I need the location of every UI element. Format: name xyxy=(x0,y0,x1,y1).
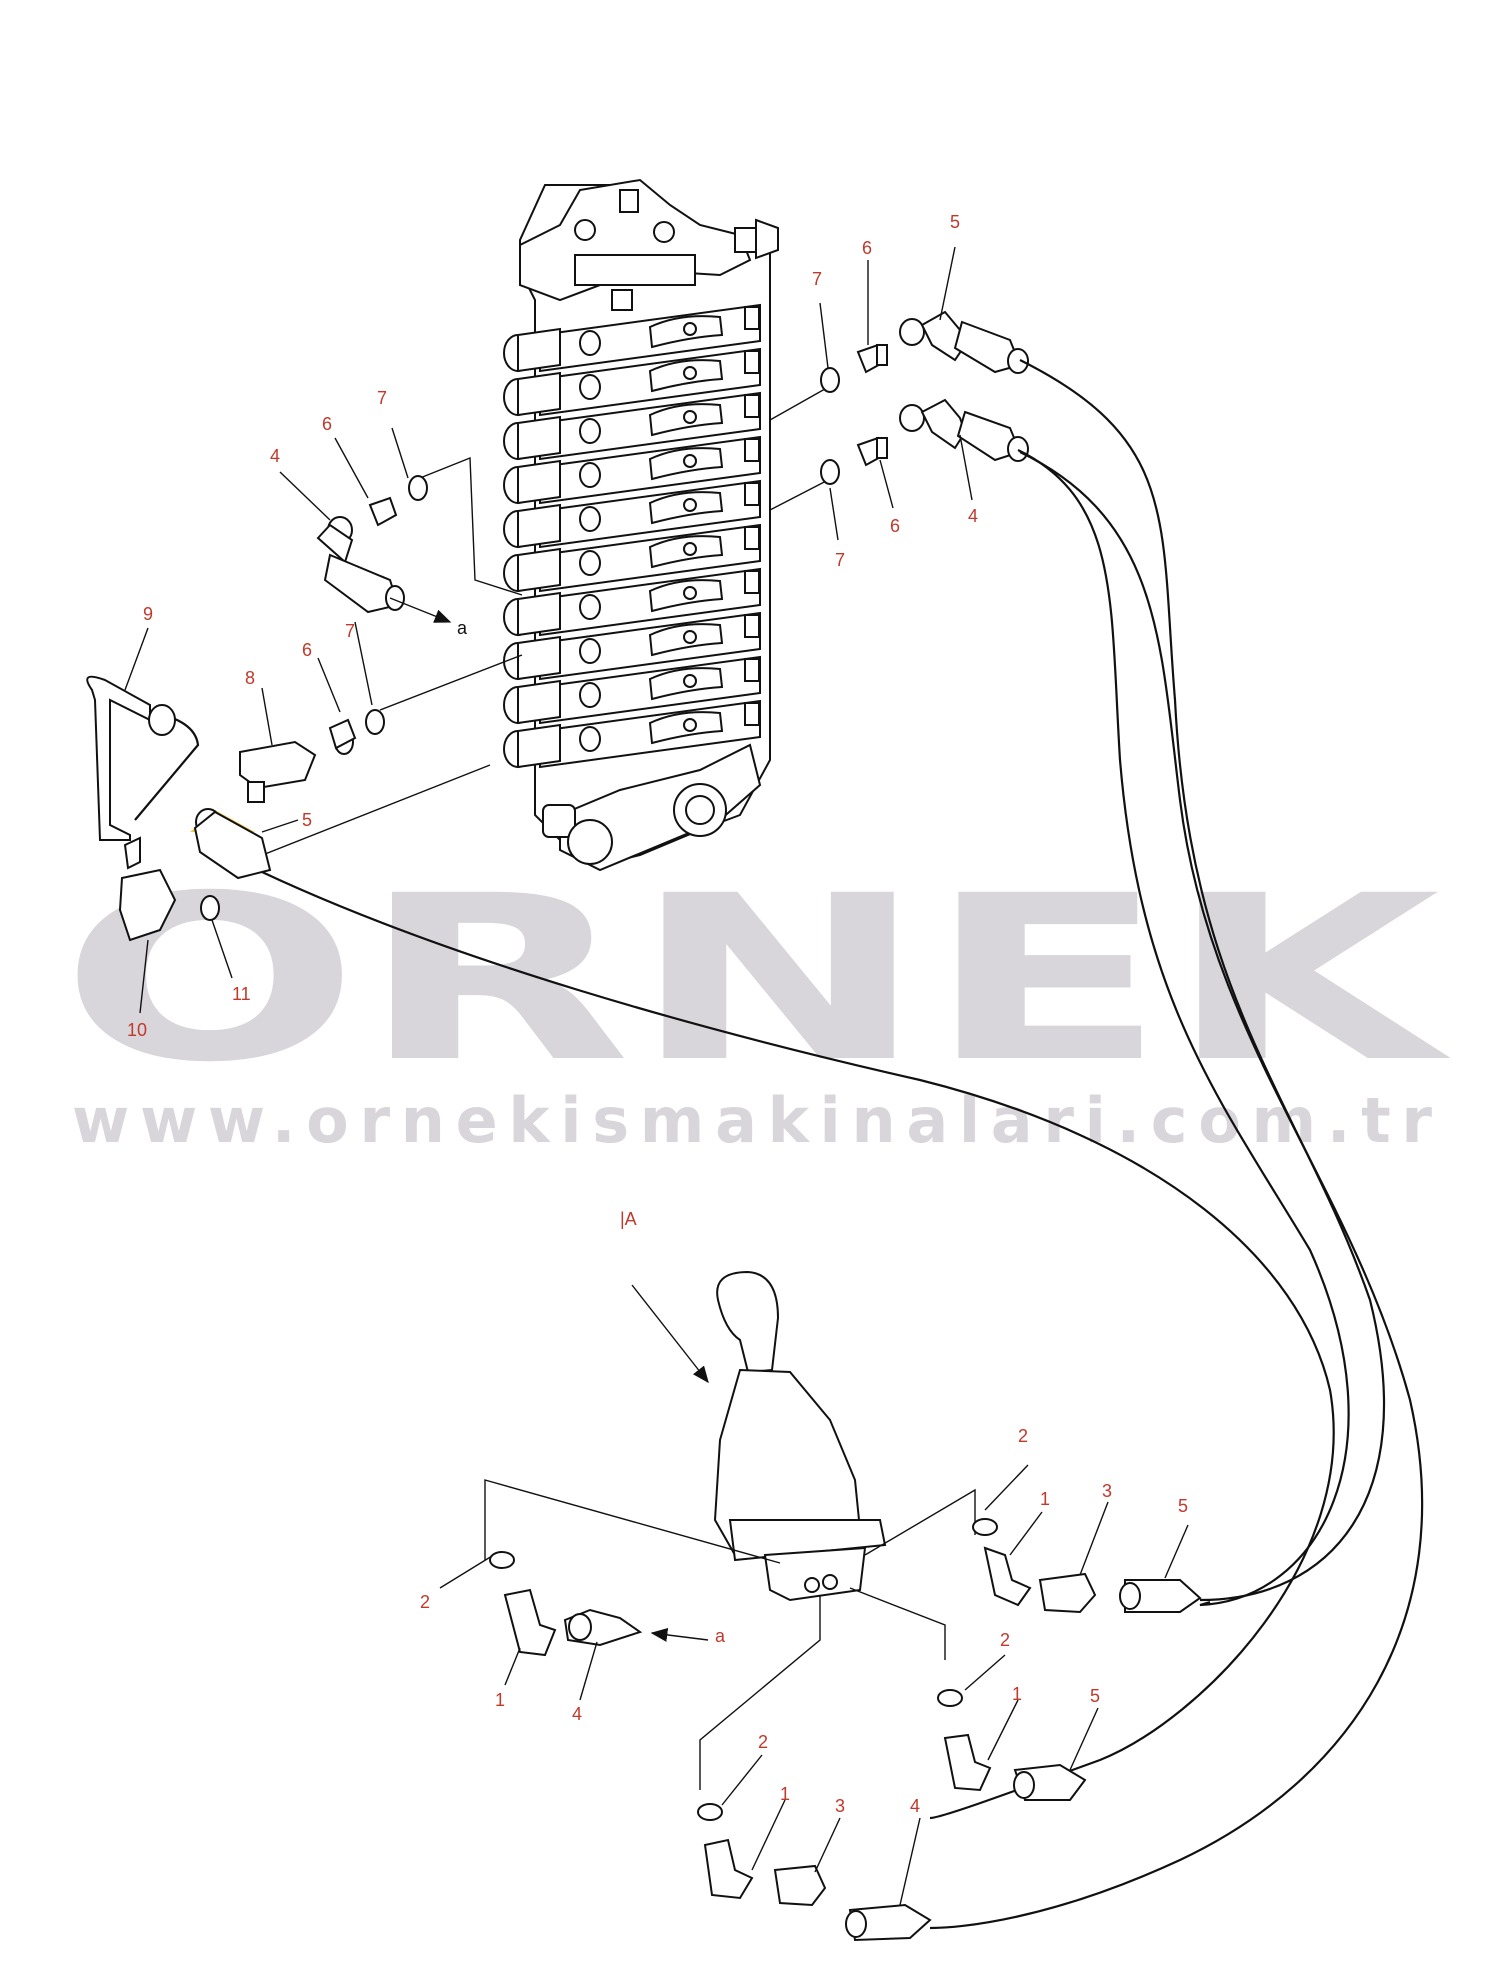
valve-section-part xyxy=(517,415,561,461)
valve-section-part xyxy=(744,350,760,374)
valve-section-part xyxy=(579,726,601,752)
callout-7-left: 7 xyxy=(377,388,387,408)
valve-section-part xyxy=(744,482,760,506)
upper-left-fittings xyxy=(316,475,428,614)
valve-section-part xyxy=(517,371,561,417)
valve-section-part xyxy=(579,330,601,356)
callout-1-b: 1 xyxy=(780,1784,790,1804)
callout-3-b: 3 xyxy=(835,1796,845,1816)
leader-lines xyxy=(249,384,833,861)
valve-section-part xyxy=(744,658,760,682)
ref-label-a-top: a xyxy=(457,618,468,638)
valve-section-part xyxy=(579,418,601,444)
valve-section-part xyxy=(683,718,697,732)
valve-section-part xyxy=(579,506,601,532)
valve-section-part xyxy=(744,306,760,330)
valve-section-part xyxy=(744,526,760,550)
valve-section-part xyxy=(683,674,697,688)
joystick-fittings xyxy=(489,1518,1202,1942)
valve-section-part xyxy=(579,682,601,708)
valve-section-part xyxy=(517,591,561,637)
callout-7-mid: 7 xyxy=(835,550,845,570)
hoses xyxy=(261,359,1424,1930)
callout-3-r1: 3 xyxy=(1102,1481,1112,1501)
callout-4-l: 4 xyxy=(572,1704,582,1724)
watermark-url: www.ornekismakinalari.com.tr xyxy=(72,1084,1432,1157)
valve-section-part xyxy=(683,410,697,424)
callout-10: 10 xyxy=(127,1020,147,1040)
valve-section-part xyxy=(517,635,561,681)
reference-arrows xyxy=(389,597,709,1642)
valve-section-part xyxy=(744,394,760,418)
pilot-joystick xyxy=(713,1270,887,1602)
callout-2-r2: 2 xyxy=(1000,1630,1010,1650)
valve-section-part xyxy=(744,702,760,726)
callout-labels: 5 6 7 7 6 4 4 6 7 9 8 6 7 5 11 10 2 1 3 … xyxy=(127,212,1188,1816)
callout-6-mid: 6 xyxy=(890,516,900,536)
valve-section-part xyxy=(683,586,697,600)
valve-section-part xyxy=(683,454,697,468)
callout-6-top: 6 xyxy=(862,238,872,258)
valve-section-part xyxy=(517,547,561,593)
callout-1-l: 1 xyxy=(495,1690,505,1710)
control-valve xyxy=(503,178,779,872)
callout-5-l: 5 xyxy=(302,810,312,830)
upper-right-fittings xyxy=(820,310,1029,485)
valve-section-part xyxy=(579,594,601,620)
valve-section-part xyxy=(517,679,561,725)
valve-section-part xyxy=(517,723,561,769)
callout-2-l: 2 xyxy=(420,1592,430,1612)
view-arrow-a xyxy=(631,1284,709,1384)
callout-4-left: 4 xyxy=(270,446,280,466)
mid-left-fittings xyxy=(86,675,385,942)
callout-11: 11 xyxy=(232,984,251,1004)
valve-section-part xyxy=(579,462,601,488)
callout-2-r1: 2 xyxy=(1018,1426,1028,1446)
valve-section-part xyxy=(744,570,760,594)
callout-leaders xyxy=(124,246,1189,1906)
valve-section-part xyxy=(517,503,561,549)
valve-section-part xyxy=(579,550,601,576)
watermark: ORNEK www.ornekismakinalari.com.tr xyxy=(60,810,1451,1157)
valve-section-part xyxy=(683,542,697,556)
callout-2-b: 2 xyxy=(758,1732,768,1752)
valve-section-part xyxy=(517,459,561,505)
valve-section-part xyxy=(517,327,561,373)
callout-4-mid: 4 xyxy=(968,506,978,526)
callout-7-top: 7 xyxy=(812,269,822,289)
ref-arrow-a-bottom xyxy=(650,1627,709,1642)
callout-1-r2: 1 xyxy=(1012,1684,1022,1704)
view-label-a: |A xyxy=(620,1209,637,1229)
callout-5-top: 5 xyxy=(950,212,960,232)
valve-section-part xyxy=(579,374,601,400)
callout-9: 9 xyxy=(143,604,153,624)
ref-label-a-bottom: a xyxy=(715,1626,726,1646)
valve-section-part xyxy=(683,630,697,644)
callout-8: 8 xyxy=(245,668,255,688)
valve-section-part xyxy=(683,366,697,380)
ref-arrow-a-top xyxy=(389,597,452,623)
valve-section-part xyxy=(744,614,760,638)
callout-4-b: 4 xyxy=(910,1796,920,1816)
callout-5-r2: 5 xyxy=(1090,1686,1100,1706)
pilot-leaders xyxy=(484,1479,976,1790)
valve-section-part xyxy=(683,498,697,512)
callout-5-r1: 5 xyxy=(1178,1496,1188,1516)
valve-section-part xyxy=(683,322,697,336)
watermark-brand: ORNEK xyxy=(60,846,1451,1112)
valve-section-part xyxy=(579,638,601,664)
callout-6-l2: 6 xyxy=(302,640,312,660)
callout-7-l2: 7 xyxy=(345,621,355,641)
callout-6-left: 6 xyxy=(322,414,332,434)
callout-1-r1: 1 xyxy=(1040,1489,1050,1509)
valve-section-part xyxy=(744,438,760,462)
